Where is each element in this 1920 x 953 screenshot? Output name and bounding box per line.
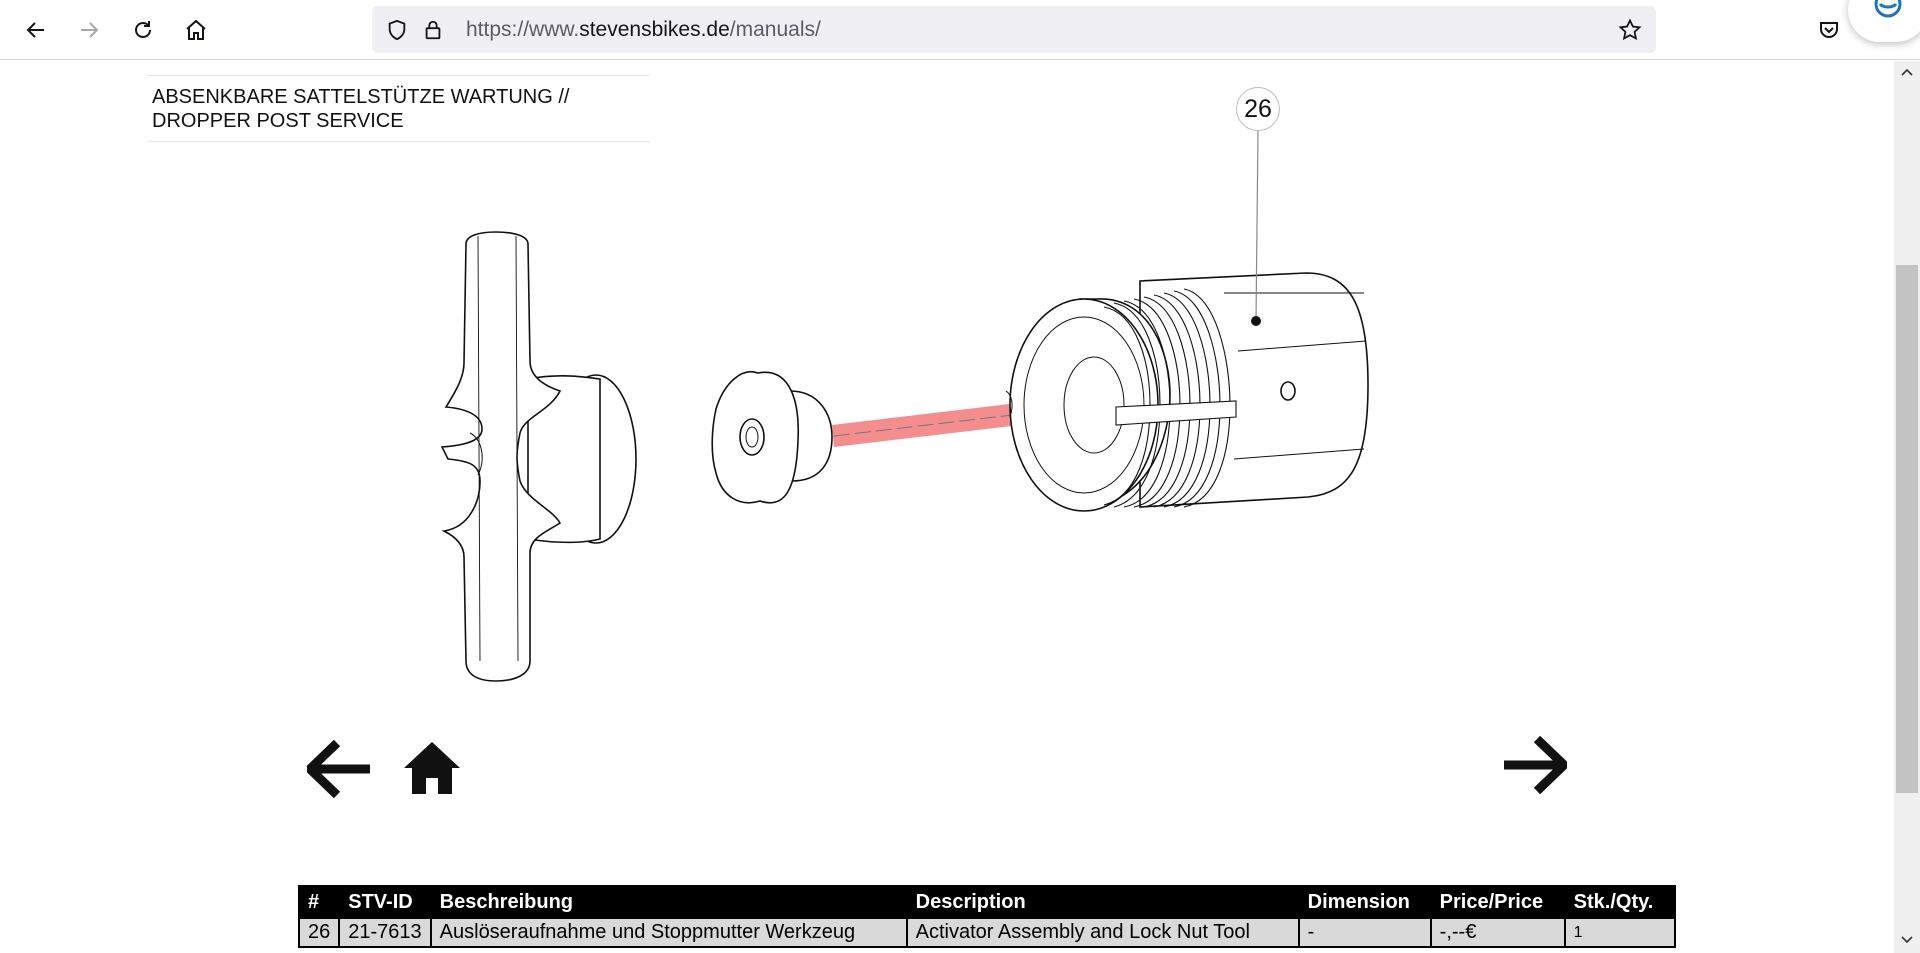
home-icon (186, 19, 206, 40)
url-path: /manuals/ (729, 18, 821, 41)
small-nut-drawing (711, 370, 833, 504)
chat-icon (1874, 0, 1902, 18)
reload-button[interactable] (125, 12, 161, 48)
chat-widget[interactable] (1848, 0, 1920, 42)
cell-description: Activator Assembly and Lock Nut Tool (905, 917, 1300, 948)
assembly-direction-arrow (832, 383, 1088, 447)
header-dimension: Dimension (1297, 885, 1432, 919)
url-text[interactable]: https://www.stevensbikes.de/manuals/ (466, 18, 821, 42)
cell-number: 26 (297, 917, 341, 948)
address-bar[interactable]: https://www.stevensbikes.de/manuals/ (372, 6, 1656, 53)
header-description: Description (905, 885, 1300, 919)
back-arrow-icon (26, 22, 44, 38)
url-host: stevensbikes.de (579, 18, 730, 41)
back-button[interactable] (18, 12, 54, 48)
header-price: Price/Price (1429, 885, 1566, 919)
pocket-icon (1820, 22, 1838, 38)
star-icon[interactable] (1617, 17, 1643, 43)
cell-price: -,--€ (1429, 917, 1566, 948)
cell-qty: 1 (1563, 917, 1676, 948)
lock-nut-tool-drawing (1005, 272, 1369, 512)
previous-page-button[interactable] (306, 739, 374, 799)
table-row: 26 21-7613 Auslöseraufnahme und Stoppmut… (297, 917, 1676, 948)
parts-table-header: # STV-ID Beschreibung Description Dimens… (297, 885, 1676, 919)
cell-beschreibung: Auslöseraufnahme und Stoppmutter Werkzeu… (429, 917, 908, 948)
lock-icon[interactable] (420, 17, 446, 43)
vertical-scrollbar[interactable] (1894, 61, 1920, 953)
right-arrow-icon (1504, 736, 1567, 794)
header-number: # (297, 885, 341, 919)
part-callout-26[interactable]: 26 (1236, 87, 1280, 131)
exploded-diagram (440, 130, 1369, 682)
scroll-up-icon[interactable] (1900, 65, 1914, 79)
home-button[interactable] (178, 12, 214, 48)
url-prefix: https://www. (466, 18, 580, 41)
page-content: ABSENKBARE SATTELSTÜTZE WARTUNG // DROPP… (0, 61, 1894, 953)
page-title-line2: DROPPER POST SERVICE (152, 110, 404, 132)
scroll-down-icon[interactable] (1900, 933, 1914, 947)
callout-anchor-dot (1251, 316, 1261, 326)
callout-leader-line (1255, 130, 1259, 322)
next-page-button[interactable] (1500, 735, 1568, 795)
page-title-line1: ABSENKBARE SATTELSTÜTZE WARTUNG // (152, 86, 570, 108)
parts-table: # STV-ID Beschreibung Description Dimens… (297, 885, 1676, 948)
browser-toolbar: https://www.stevensbikes.de/manuals/ (0, 0, 1920, 60)
header-qty: Stk./Qty. (1563, 885, 1676, 919)
pocket-button[interactable] (1811, 12, 1847, 48)
home-page-button[interactable] (400, 737, 464, 799)
header-beschreibung: Beschreibung (429, 885, 908, 919)
reload-icon (135, 21, 151, 38)
cell-stv-id: 21-7613 (338, 917, 432, 948)
t-handle-drawing (440, 231, 637, 682)
header-stv-id: STV-ID (338, 885, 432, 919)
forward-arrow-icon (81, 22, 99, 38)
page-title: ABSENKBARE SATTELSTÜTZE WARTUNG // DROPP… (148, 75, 650, 142)
home-icon (404, 742, 460, 794)
shield-icon[interactable] (384, 17, 410, 43)
left-arrow-icon (307, 740, 370, 798)
forward-button[interactable] (71, 12, 107, 48)
scrollbar-thumb[interactable] (1896, 265, 1918, 793)
cell-dimension: - (1297, 917, 1432, 948)
